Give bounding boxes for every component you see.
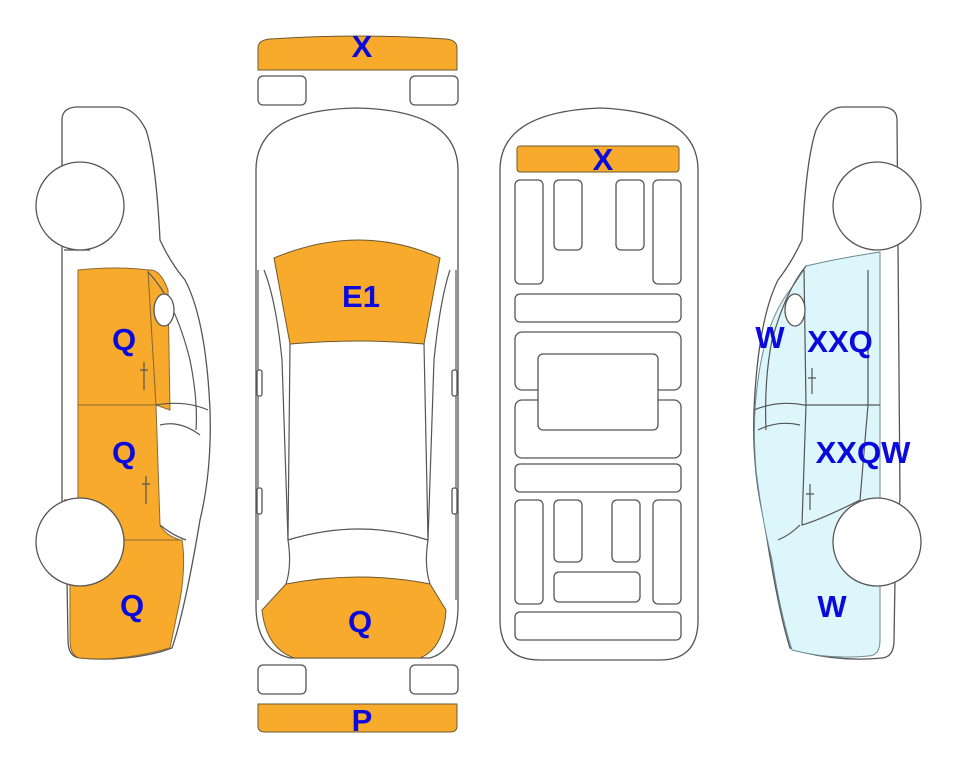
label-hood: E1 xyxy=(342,279,380,314)
damage-labels: X X E1 Q P Q Q Q W XXQ XXQW W xyxy=(112,29,911,738)
left-side-view xyxy=(35,106,211,660)
label-right-rear-door: XXQW xyxy=(816,435,911,470)
label-right-front-door-a: W xyxy=(755,320,785,355)
label-front-bumper: X xyxy=(352,29,373,64)
label-trunk-lid: Q xyxy=(348,604,372,639)
label-left-rear-quarter: Q xyxy=(120,588,144,623)
label-roof-panel: X xyxy=(593,142,614,177)
label-right-front-door-b: XXQ xyxy=(807,324,872,359)
top-view xyxy=(255,35,459,733)
label-left-front-door: Q xyxy=(112,322,136,357)
underbody-view xyxy=(499,107,699,661)
front-bumper-panel[interactable] xyxy=(257,35,458,71)
label-right-rear-quarter: W xyxy=(817,589,847,624)
roof-panel[interactable] xyxy=(516,145,680,173)
right-side-view xyxy=(753,106,922,660)
label-rear-bumper: P xyxy=(352,703,373,738)
hood-panel[interactable] xyxy=(273,239,441,345)
trunk-lid-panel[interactable] xyxy=(261,576,447,659)
rear-bumper-panel[interactable] xyxy=(257,703,458,733)
label-left-rear-door: Q xyxy=(112,435,136,470)
